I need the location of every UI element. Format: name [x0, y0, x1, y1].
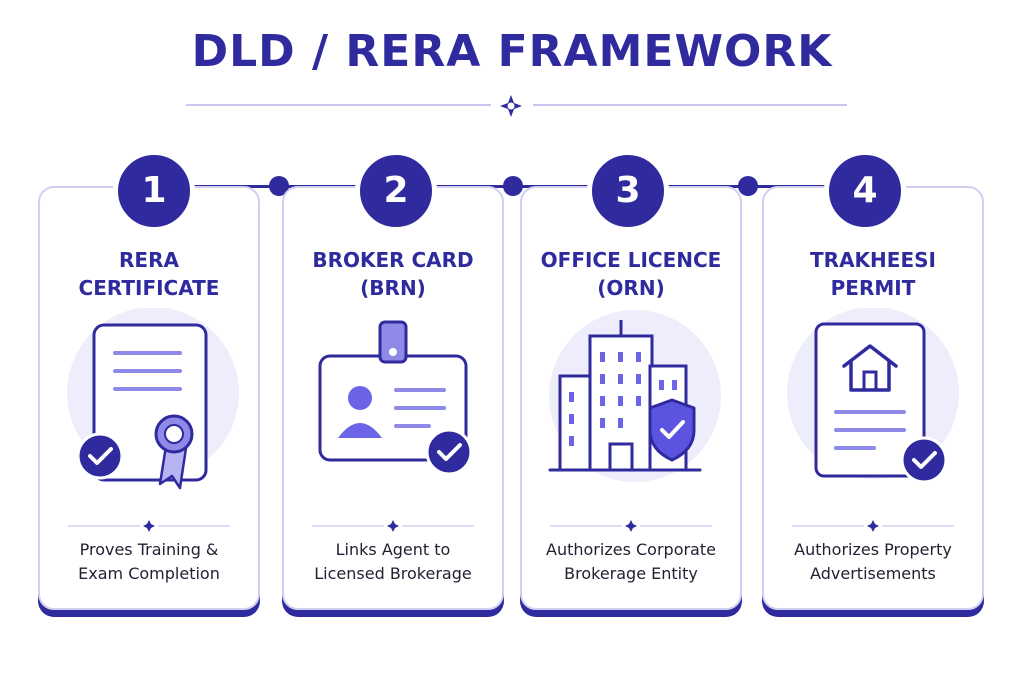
- title-divider-right: [533, 104, 847, 106]
- certificate-icon: [67, 308, 239, 490]
- step-title: OFFICE LICENCE (ORN): [540, 248, 722, 300]
- step-title: RERA CERTIFICATE: [78, 248, 220, 300]
- step-number-badge-3: 3: [587, 150, 669, 232]
- diamond-ornament-icon: [500, 95, 522, 117]
- step-description: Links Agent to Licensed Brokerage: [314, 540, 472, 583]
- card-separator: [68, 520, 230, 532]
- property-permit-icon: [787, 308, 959, 484]
- timeline-connector: [190, 185, 862, 188]
- card-separator: [792, 520, 954, 532]
- office-building-icon: [548, 310, 721, 482]
- step-card-office-licence: OFFICE LICENCE (ORN) Authorizes Corporat…: [520, 186, 742, 610]
- step-card-trakheesi-permit: TRAKHEESI PERMIT Authorizes Property Adv…: [762, 186, 984, 610]
- step-description: Proves Training & Exam Completion: [78, 540, 220, 583]
- step-number-badge-2: 2: [355, 150, 437, 232]
- step-card-broker-card: BROKER CARD (BRN) Links Agent to License…: [282, 186, 504, 610]
- title-divider-left: [186, 104, 491, 106]
- timeline-dot-2: [503, 176, 523, 196]
- step-number-badge-4: 4: [824, 150, 906, 232]
- step-number-badge-1: 1: [113, 150, 195, 232]
- card-separator: [312, 520, 474, 532]
- step-description: Authorizes Corporate Brokerage Entity: [546, 540, 716, 583]
- card-separator: [550, 520, 712, 532]
- step-description: Authorizes Property Advertisements: [794, 540, 952, 583]
- step-title: BROKER CARD (BRN): [312, 248, 474, 300]
- id-badge-icon: [318, 320, 473, 476]
- timeline-dot-3: [738, 176, 758, 196]
- step-title: TRAKHEESI PERMIT: [810, 248, 936, 300]
- page-title: DLD / RERA FRAMEWORK: [191, 26, 833, 77]
- step-card-rera-certificate: RERA CERTIFICATE Proves Training & Exam …: [38, 186, 260, 610]
- timeline-dot-1: [269, 176, 289, 196]
